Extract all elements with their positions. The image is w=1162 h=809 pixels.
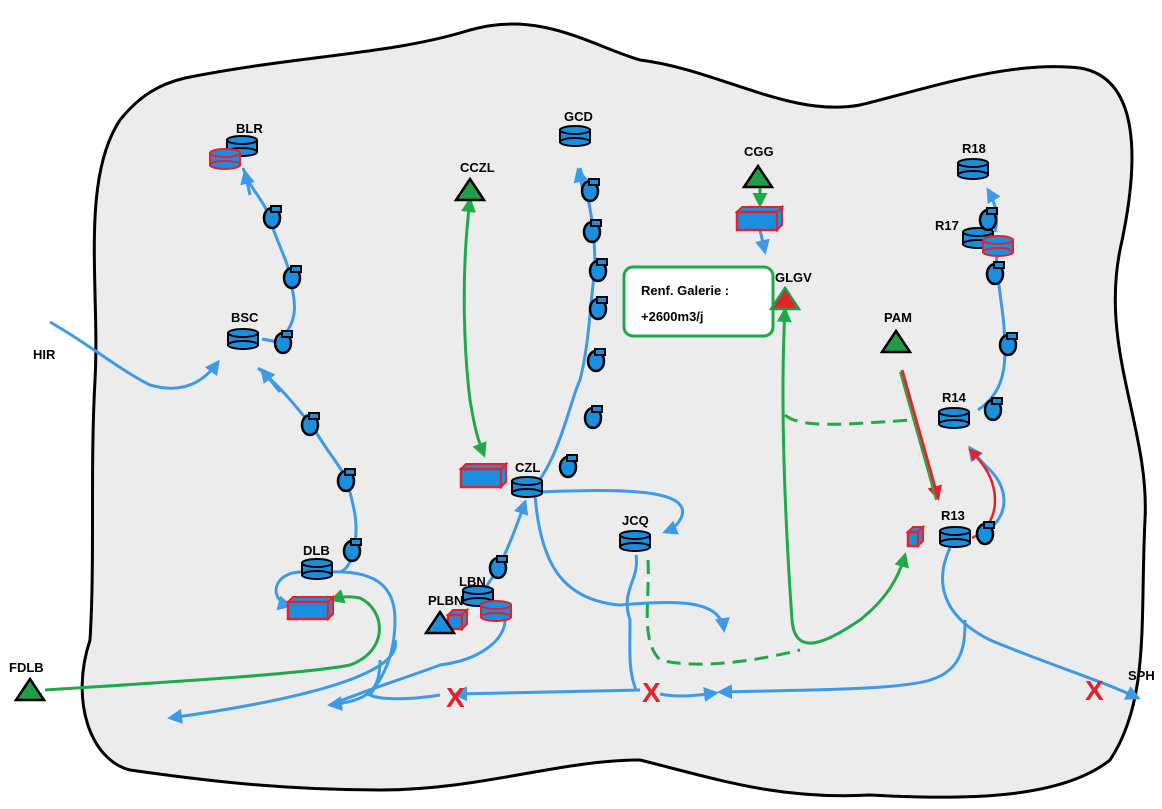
source-pam xyxy=(879,328,913,354)
pipe-r14-r17 xyxy=(977,244,1007,412)
cut-x-2: X xyxy=(642,677,661,708)
note-line1: Renf. Galerie : xyxy=(641,283,729,298)
label-bsc: BSC xyxy=(231,310,259,325)
pump-icon xyxy=(975,521,995,546)
pipe-hir-bsc xyxy=(49,320,220,390)
green-fdlb xyxy=(44,589,381,692)
reservoir-gcd xyxy=(559,125,591,147)
label-fdlb: FDLB xyxy=(9,660,44,675)
pump-icon xyxy=(488,555,508,580)
label-jcq: JCQ xyxy=(622,513,649,528)
treatment-box-cczl xyxy=(458,461,509,490)
label-hir: HIR xyxy=(33,347,56,362)
source-glgv xyxy=(768,285,802,311)
water-lines xyxy=(49,167,1141,724)
pump-icon xyxy=(262,205,282,230)
note-box: Renf. Galerie : +2600m3/j xyxy=(622,265,775,338)
pump-icon xyxy=(998,332,1018,357)
reservoir-dlb xyxy=(301,558,333,580)
pump-icon xyxy=(985,261,1005,286)
pipe-blr-bsc xyxy=(241,167,296,342)
pump-icon xyxy=(558,454,578,479)
pump-icon xyxy=(273,330,293,355)
treatment-box-cgg xyxy=(734,204,785,233)
label-r14: R14 xyxy=(942,390,967,405)
label-plbn: PLBN xyxy=(428,593,463,608)
pump-icon xyxy=(342,538,362,563)
label-cczl: CCZL xyxy=(460,160,495,175)
source-cgg xyxy=(741,163,775,189)
treatment-box-r13 xyxy=(905,524,926,549)
reservoir-r13 xyxy=(939,526,971,548)
label-czl: CZL xyxy=(515,460,540,475)
reservoir-bsc xyxy=(227,328,259,350)
pump-icon xyxy=(583,405,603,430)
pump-icon xyxy=(580,178,600,203)
reservoir-r18 xyxy=(957,158,989,180)
pump-icon xyxy=(586,348,606,373)
reservoir-r14 xyxy=(938,407,970,429)
reservoir-plbn-red xyxy=(480,600,512,622)
treatment-box-dlb xyxy=(285,594,336,622)
labels: BLR BSC DLB HIR FDLB CCZL GCD CZL LBN PL… xyxy=(9,109,1155,683)
source-cczl xyxy=(453,176,487,202)
cut-x-1: X xyxy=(446,682,465,713)
label-r18: R18 xyxy=(962,141,986,156)
pump-icon xyxy=(978,207,998,232)
label-sph: SPH xyxy=(1128,668,1155,683)
pump-icon xyxy=(582,219,602,244)
green-lines xyxy=(44,188,937,692)
pump-icon xyxy=(336,468,356,493)
note-line2: +2600m3/j xyxy=(641,309,704,324)
reservoir-lbn xyxy=(462,585,494,607)
pump-icon xyxy=(588,258,608,283)
pipe-czl-gcd xyxy=(528,167,597,494)
source-plbn xyxy=(423,609,457,635)
reservoir-r17-red xyxy=(982,235,1014,257)
label-gcd: GCD xyxy=(564,109,593,124)
label-r17: R17 xyxy=(935,218,959,233)
green-cczl xyxy=(461,197,487,458)
reservoir-blr-red xyxy=(209,148,241,170)
pump-icon xyxy=(588,296,608,321)
reservoir-jcq xyxy=(619,530,651,552)
cut-x-3: X xyxy=(1085,675,1104,706)
pump-icon xyxy=(300,412,320,437)
label-glgv: GLGV xyxy=(775,270,812,285)
green-glgv xyxy=(776,307,909,645)
pump-icon xyxy=(983,397,1003,422)
service-area-outline xyxy=(80,22,1147,799)
source-fdlb xyxy=(13,676,47,702)
label-blr: BLR xyxy=(236,121,263,136)
label-pam: PAM xyxy=(884,310,912,325)
treatment-box-plbn xyxy=(445,607,470,632)
label-dlb: DLB xyxy=(303,543,330,558)
reservoir-czl xyxy=(511,476,543,498)
label-r13: R13 xyxy=(941,508,965,523)
pump-icon xyxy=(282,265,302,290)
label-lbn: LBN xyxy=(459,574,486,589)
label-cgg: CGG xyxy=(744,144,774,159)
